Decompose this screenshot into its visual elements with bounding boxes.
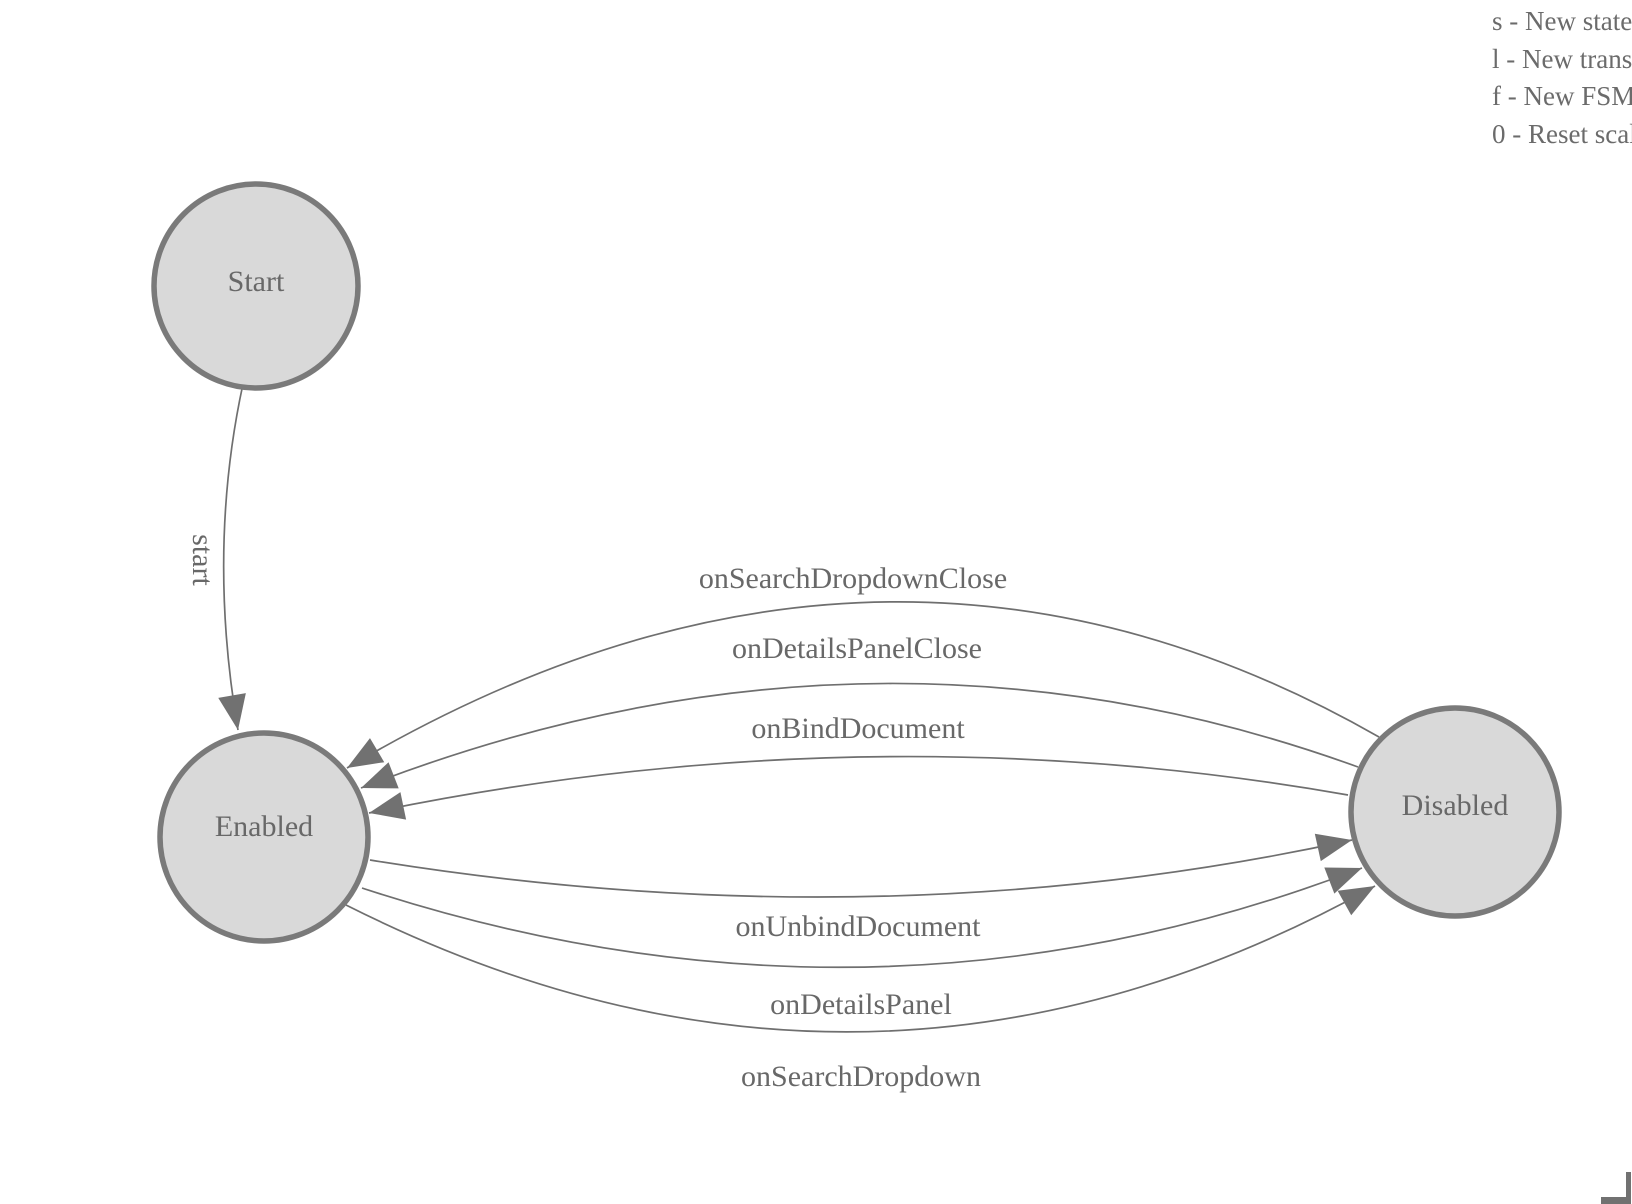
edge-onsearchdropdown [345,885,1376,1033]
transition-label-onunbinddocument: onUnbindDocument [736,910,982,943]
panel-corner-mark [1601,1172,1631,1204]
state-node-start[interactable] [151,181,361,391]
transition-label-onbinddocument: onBindDocument [751,712,965,745]
edge-onbinddocument [368,755,1349,814]
hotkey-legend: s - New state l - New transition f - New… [1492,3,1632,153]
state-label-disabled: Disabled [1402,789,1509,822]
transition-label-ondetailspanel: onDetailsPanel [770,988,952,1021]
edge-ondetailspanel [361,867,1363,969]
transition-label-start: start [186,534,219,586]
arrowhead-icon [1337,886,1375,916]
arrowhead-icon [361,762,399,789]
arrowhead-icon [1324,867,1362,894]
transition-label-onsearchdropdownclose: onSearchDropdownClose [699,562,1007,595]
legend-item-new-fsm: f - New FSM [1492,81,1632,111]
edge-ondetailspanelclose [360,682,1359,789]
transition-label-onsearchdropdown: onSearchDropdown [741,1060,981,1093]
arrowhead-icon [1314,833,1352,862]
state-node-enabled[interactable] [157,730,371,944]
edge-onunbinddocument [369,839,1353,898]
arrowhead-icon [218,693,246,730]
arrowhead-icon [369,792,407,820]
transition-label-ondetailspanelclose: onDetailsPanelClose [732,632,982,665]
state-node-disabled[interactable] [1348,705,1562,919]
legend-item-new-state: s - New state [1492,6,1632,36]
state-label-enabled: Enabled [215,810,313,843]
edge-start [222,383,244,731]
state-label-start: Start [228,265,285,298]
legend-item-reset-scale: 0 - Reset scale [1492,118,1632,149]
arrowhead-icon [347,738,385,768]
edge-onsearchdropdownclose [346,601,1380,769]
legend-item-new-transition: l - New transition [1492,43,1632,74]
